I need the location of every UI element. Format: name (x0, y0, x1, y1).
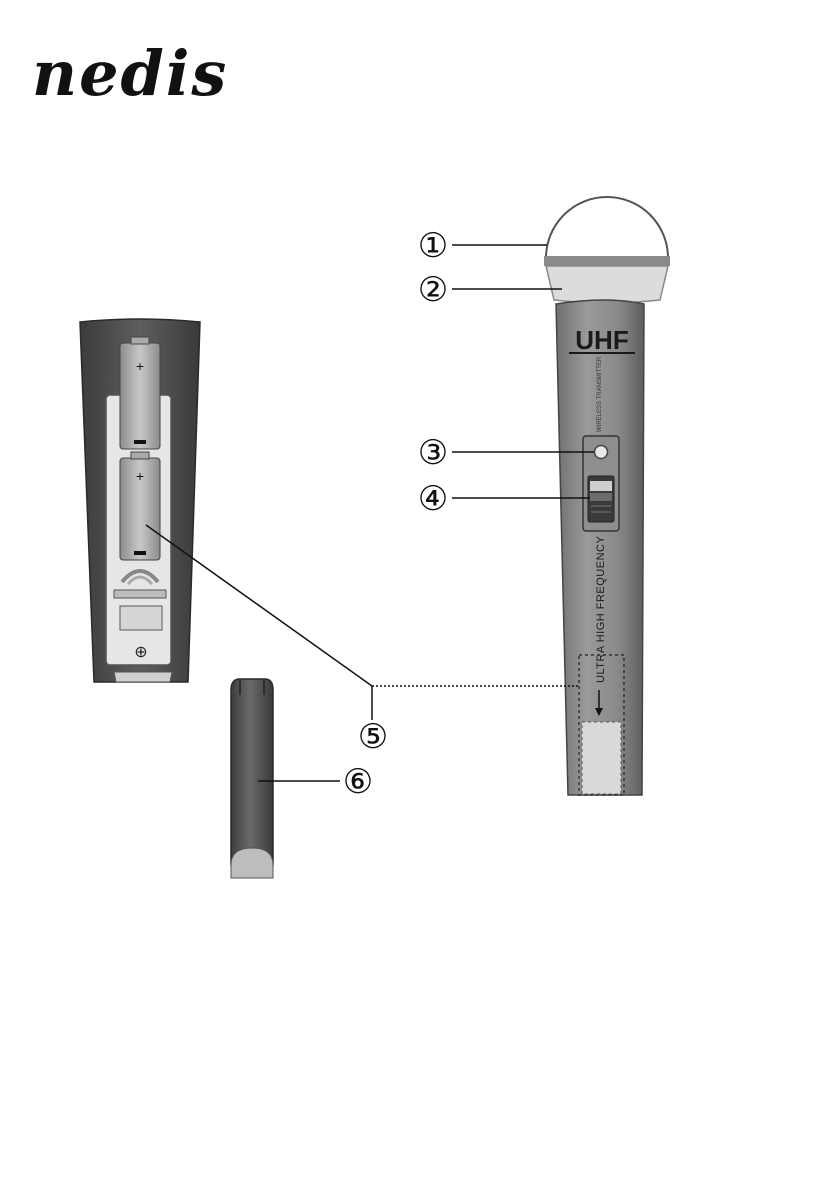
brand-logo: nedis (32, 37, 228, 110)
power-switch (588, 476, 614, 522)
leader-lines (146, 245, 594, 781)
battery-lower-plus: + (136, 468, 144, 484)
battery-cover (231, 679, 273, 878)
back-bottom-cap (114, 672, 172, 682)
callout-5: ⑤ (358, 717, 388, 757)
callout-4: ④ (418, 479, 448, 519)
transmitter-caption: WIRELESS TRANSMITTER (597, 356, 603, 432)
battery-cover-tip (231, 848, 273, 878)
battery-cover-slot (582, 722, 621, 794)
grille-band (544, 256, 670, 266)
indicator-led (595, 446, 608, 459)
callout-1: ① (418, 226, 448, 266)
battery-cover-body (231, 679, 273, 865)
callout-6: ⑥ (343, 762, 373, 802)
callouts: ① ② ③ ④ ⑤ ⑥ (343, 226, 448, 802)
head-collar (546, 266, 668, 303)
callout-2: ② (418, 270, 448, 310)
frequency-label: ULTRA HIGH FREQUENCY (595, 536, 607, 683)
microphone-front: UHF WIRELESS TRANSMITTER ULTRA HIGH FREQ… (544, 197, 670, 795)
battery-upper-plus: + (136, 358, 144, 374)
contact-symbol: ⊕ (134, 644, 147, 661)
model-label: UHF (575, 325, 628, 355)
compartment-window (120, 606, 162, 630)
callout-3: ③ (418, 433, 448, 473)
microphone-grille (546, 197, 668, 258)
microphone-back: + + ⊕ (80, 319, 200, 682)
